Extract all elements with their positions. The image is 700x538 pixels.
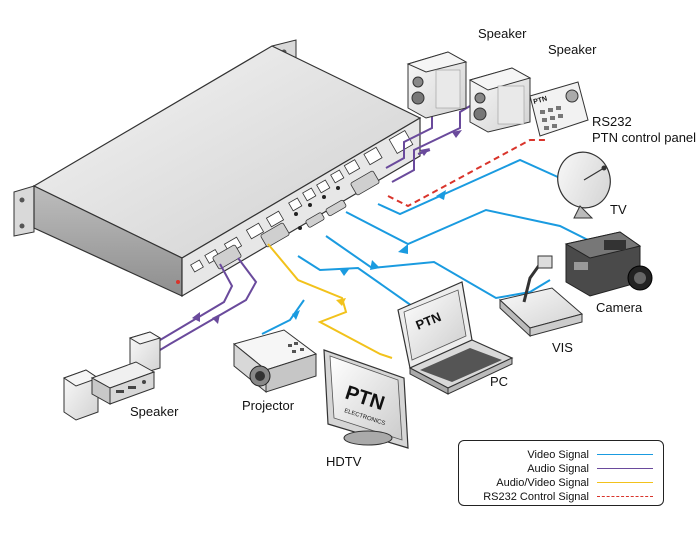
- hdtv-label: HDTV: [326, 454, 362, 469]
- speaker-bottom-label: Speaker: [130, 404, 179, 419]
- rs232-cable: [387, 139, 548, 208]
- video-arrow-heads: [292, 190, 446, 320]
- legend-label: Audio Signal: [527, 463, 589, 475]
- legend-swatch-video: [597, 454, 653, 455]
- legend-item-audio-video: Audio/Video Signal: [459, 476, 663, 490]
- hdtv-device: PTN ELECTRONICS: [323, 349, 409, 449]
- legend-swatch-audio: [597, 468, 653, 469]
- projector-label: Projector: [242, 398, 295, 413]
- video-cables: [261, 158, 589, 335]
- legend-label: Video Signal: [527, 449, 589, 461]
- legend: Video Signal Audio Signal Audio/Video Si…: [458, 440, 664, 506]
- matrix-switcher-device: [13, 39, 422, 298]
- av-cable-to-hdtv: [267, 243, 393, 359]
- pc-label: PC: [490, 374, 508, 389]
- audio-cable-to-bottom-speaker: [149, 257, 258, 351]
- vis-label: VIS: [552, 340, 573, 355]
- tv-label: TV: [610, 202, 627, 217]
- legend-item-rs232: RS232 Control Signal: [459, 490, 663, 504]
- speaker-bottom-device: [62, 331, 162, 421]
- av-arrow-head: [336, 298, 346, 306]
- camera-label: Camera: [596, 300, 643, 315]
- projector-device: [232, 329, 318, 394]
- rs232-label: RS232: [592, 114, 632, 129]
- vis-document-camera-device: [498, 255, 584, 338]
- legend-item-video: Video Signal: [459, 448, 663, 462]
- speaker-top-left-device: [406, 51, 468, 119]
- legend-swatch-audio-video: [597, 482, 653, 483]
- audio-arrow-head: [420, 130, 462, 156]
- ptn-control-panel-label: PTN control panel: [592, 130, 696, 145]
- legend-label: Audio/Video Signal: [496, 477, 589, 489]
- speaker-top-right-device: [468, 67, 532, 133]
- speaker-top-left-label: Speaker: [478, 26, 527, 41]
- speaker-top-right-label: Speaker: [548, 42, 597, 57]
- ptn-control-panel-brand: PTN: [533, 96, 548, 106]
- camera-device: [564, 231, 653, 297]
- ptn-control-panel-device: PTN: [529, 81, 589, 137]
- pc-laptop-device: PTN: [397, 281, 514, 395]
- legend-swatch-rs232: [597, 496, 653, 497]
- tv-satellite-dish-device: [557, 151, 611, 219]
- legend-label: RS232 Control Signal: [483, 491, 589, 503]
- legend-item-audio: Audio Signal: [459, 462, 663, 476]
- audio-arrow-heads-bottom: [192, 312, 220, 324]
